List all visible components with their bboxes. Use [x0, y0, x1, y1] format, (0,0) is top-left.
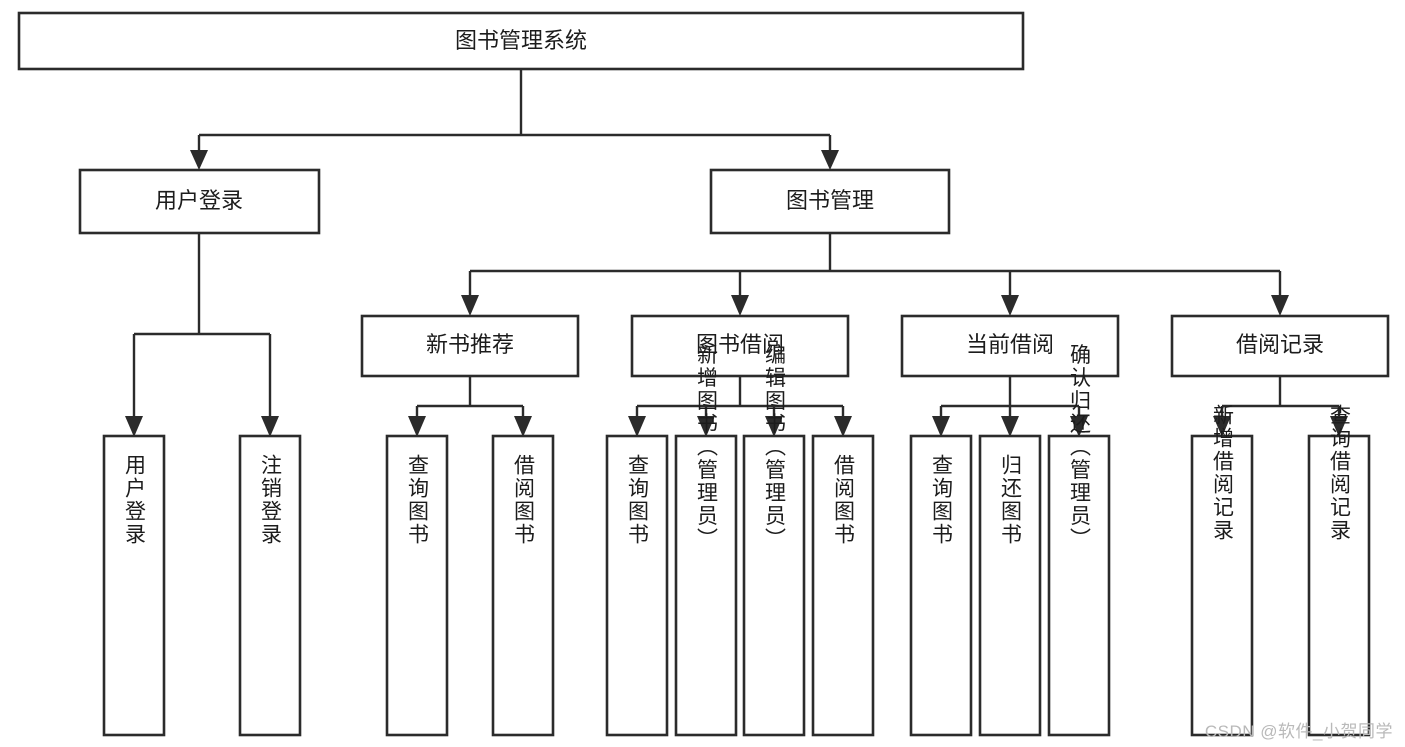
node-borrow-record[interactable]: 借阅记录 [1170, 314, 1390, 378]
node-label: 借阅记录 [1236, 332, 1324, 357]
node-label: 图书管理 [786, 188, 874, 213]
leaf-book-borrow-add-book[interactable]: 新增图书（管理员） [674, 344, 738, 737]
arrow-head-icon [261, 416, 279, 437]
node-label: 归还图书 [999, 454, 1023, 546]
node-label: 用户登录 [155, 188, 243, 213]
node-box [811, 434, 875, 737]
arrow-head-icon [1001, 416, 1019, 437]
connector-bookmgmt-to-level3 [461, 233, 1289, 316]
leaf-borrow-record-query-record[interactable]: 查询借阅记录 [1307, 404, 1371, 737]
node-label: 注销登录 [259, 454, 283, 546]
node-box [674, 434, 738, 737]
node-box [900, 314, 1120, 378]
arrow-head-icon [1001, 295, 1019, 316]
node-box [1307, 434, 1371, 737]
node-label: 查询图书 [930, 454, 954, 546]
node-box [102, 434, 166, 737]
node-label: 新书推荐 [426, 332, 514, 357]
node-label: 新增图书（管理员） [695, 344, 719, 551]
leaf-current-borrow-confirm-return[interactable]: 确认归还（管理员） [1047, 344, 1111, 737]
leaf-user-login-logout[interactable]: 注销登录 [238, 434, 302, 737]
node-label: 当前借阅 [966, 332, 1054, 357]
arrow-head-icon [408, 416, 426, 437]
leaf-new-book-borrow-book[interactable]: 借阅图书 [491, 434, 555, 737]
arrow-head-icon [731, 295, 749, 316]
node-label: 编辑图书（管理员） [763, 344, 787, 551]
node-label: 新增借阅记录 [1211, 404, 1235, 542]
arrow-head-icon [125, 416, 143, 437]
node-root-book-management-system[interactable]: 图书管理系统 [17, 11, 1025, 71]
node-box [1047, 434, 1111, 737]
node-book-management[interactable]: 图书管理 [709, 168, 951, 235]
node-current-borrow[interactable]: 当前借阅 [900, 314, 1120, 378]
node-box [17, 11, 1025, 71]
node-label: 用户登录 [123, 454, 147, 546]
connector-bookborrow-to-leaves [628, 376, 852, 437]
node-box [360, 314, 580, 378]
leaf-user-login-login[interactable]: 用户登录 [102, 434, 166, 737]
node-box [1190, 434, 1254, 737]
node-box [238, 434, 302, 737]
node-box [742, 434, 806, 737]
arrow-head-icon [1070, 416, 1088, 437]
node-label: 借阅图书 [832, 454, 856, 546]
node-label: 图书管理系统 [455, 28, 587, 53]
node-label: 确认归还（管理员） [1068, 344, 1092, 551]
node-new-book-recommend[interactable]: 新书推荐 [360, 314, 580, 378]
arrow-head-icon [834, 416, 852, 437]
arrow-head-icon [697, 416, 715, 437]
node-label: 查询图书 [626, 454, 650, 546]
node-box [709, 168, 951, 235]
connector-userlogin-to-leaves [125, 233, 279, 437]
arrow-head-icon [1213, 416, 1231, 437]
node-label: 查询图书 [406, 454, 430, 546]
connector-newbook-to-leaves [408, 376, 532, 437]
node-label: 图书借阅 [696, 332, 784, 357]
connector-currentborrow-to-leaves [932, 376, 1088, 437]
arrow-head-icon [628, 416, 646, 437]
node-box [630, 314, 850, 378]
connector-borrowrecord-to-leaves [1213, 376, 1348, 437]
arrow-head-icon [514, 416, 532, 437]
node-box [978, 434, 1042, 737]
arrow-head-icon [821, 150, 839, 170]
leaf-current-borrow-query-book[interactable]: 查询图书 [909, 434, 973, 737]
leaf-book-borrow-borrow-book[interactable]: 借阅图书 [811, 434, 875, 737]
node-box [1170, 314, 1390, 378]
node-label: 查询借阅记录 [1328, 404, 1352, 542]
node-label: 借阅图书 [512, 454, 536, 546]
connector-root-to-level2 [190, 69, 839, 170]
node-box [909, 434, 973, 737]
leaf-book-borrow-edit-book[interactable]: 编辑图书（管理员） [742, 344, 806, 737]
leaf-borrow-record-add-record[interactable]: 新增借阅记录 [1190, 404, 1254, 737]
leaf-book-borrow-query-book[interactable]: 查询图书 [605, 434, 669, 737]
node-user-login[interactable]: 用户登录 [78, 168, 321, 235]
node-book-borrow[interactable]: 图书借阅 [630, 314, 850, 378]
arrow-head-icon [190, 150, 208, 170]
leaf-current-borrow-return-book[interactable]: 归还图书 [978, 434, 1042, 737]
arrow-head-icon [1271, 295, 1289, 316]
node-box [385, 434, 449, 737]
node-box [491, 434, 555, 737]
arrow-head-icon [932, 416, 950, 437]
node-box [605, 434, 669, 737]
arrow-head-icon [1330, 416, 1348, 437]
node-box [78, 168, 321, 235]
leaf-new-book-query-book[interactable]: 查询图书 [385, 434, 449, 737]
arrow-head-icon [765, 416, 783, 437]
arrow-head-icon [461, 295, 479, 316]
